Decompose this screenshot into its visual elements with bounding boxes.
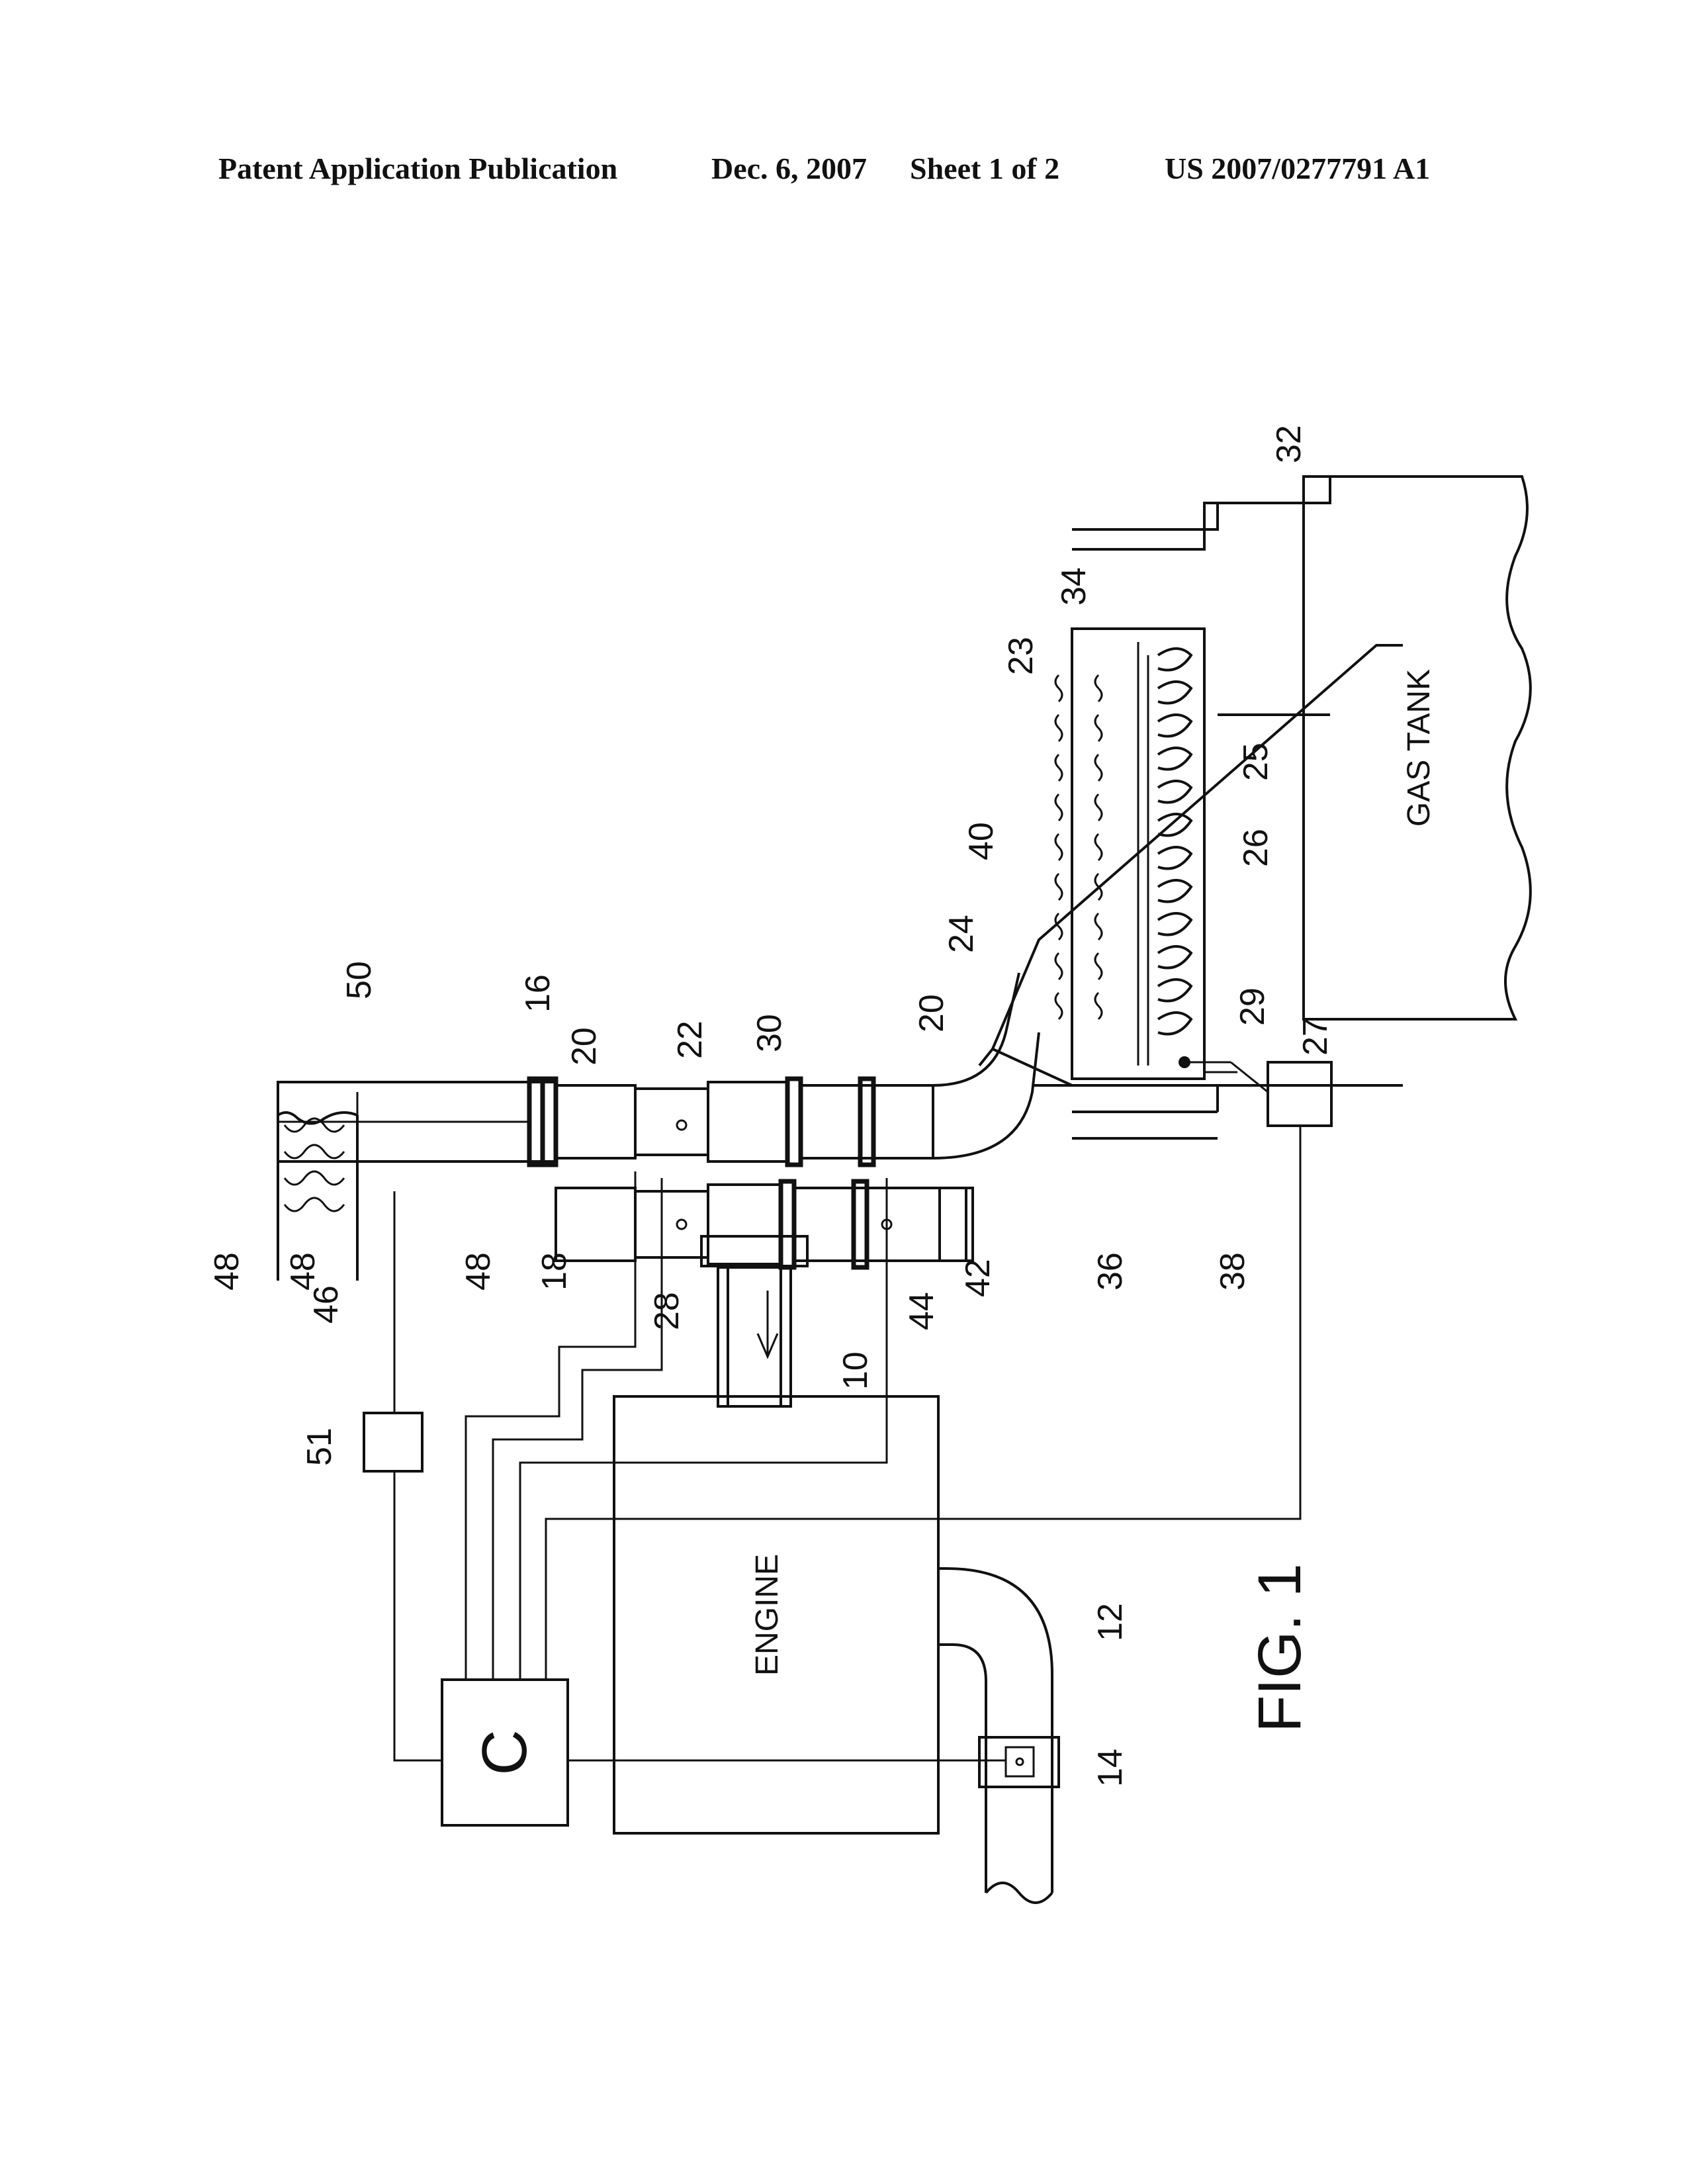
numeral-48-right: 48	[459, 1252, 498, 1291]
numeral-51: 51	[300, 1428, 339, 1466]
numeral-26: 26	[1237, 829, 1275, 867]
numeral-12: 12	[1091, 1603, 1130, 1641]
numeral-20-lower: 20	[913, 994, 951, 1032]
numeral-22: 22	[671, 1021, 709, 1059]
gas-tank-label: GAS TANK	[1402, 669, 1437, 827]
numeral-48-left: 48	[284, 1252, 322, 1291]
exhaust-pipe-12	[938, 1569, 1059, 1903]
numeral-40: 40	[962, 822, 1001, 860]
numeral-44: 44	[903, 1292, 941, 1330]
controller-label: C	[469, 1729, 540, 1775]
numeral-18: 18	[535, 1252, 574, 1291]
numeral-50: 50	[340, 961, 379, 999]
numeral-36: 36	[1091, 1252, 1130, 1291]
numeral-42: 42	[959, 1259, 997, 1297]
numeral-27: 27	[1296, 1017, 1335, 1056]
numeral-24: 24	[942, 915, 981, 953]
intake-manifold	[701, 1236, 807, 1406]
return-duct	[556, 1120, 973, 1267]
numeral-48-outer: 48	[208, 1252, 246, 1291]
numeral-23: 23	[1002, 637, 1040, 675]
numeral-30: 30	[750, 1014, 789, 1052]
vapor-arrows-40	[1055, 675, 1102, 1019]
numeral-38: 38	[1214, 1252, 1252, 1291]
gas-tank-32: GAS TANK	[1304, 477, 1531, 1019]
numeral-10: 10	[836, 1351, 875, 1390]
numeral-32: 32	[1270, 425, 1308, 463]
engine-label: ENGINE	[750, 1554, 785, 1676]
numeral-14: 14	[1091, 1749, 1130, 1787]
coolant-lines-36-38	[1072, 1085, 1218, 1138]
control-wiring	[394, 1126, 1300, 1760]
sensor-box-51	[364, 1413, 422, 1471]
numeral-34: 34	[1055, 567, 1093, 606]
numeral-29: 29	[1233, 987, 1272, 1026]
numeral-28: 28	[648, 1292, 686, 1330]
numeral-16: 16	[519, 974, 557, 1013]
numeral-20-upper: 20	[565, 1027, 603, 1066]
figure-caption: FIG. 1	[1246, 1563, 1314, 1733]
numeral-25: 25	[1237, 743, 1275, 781]
sensor-box-27	[1268, 1062, 1331, 1126]
fuel-line-34	[1072, 477, 1330, 715]
